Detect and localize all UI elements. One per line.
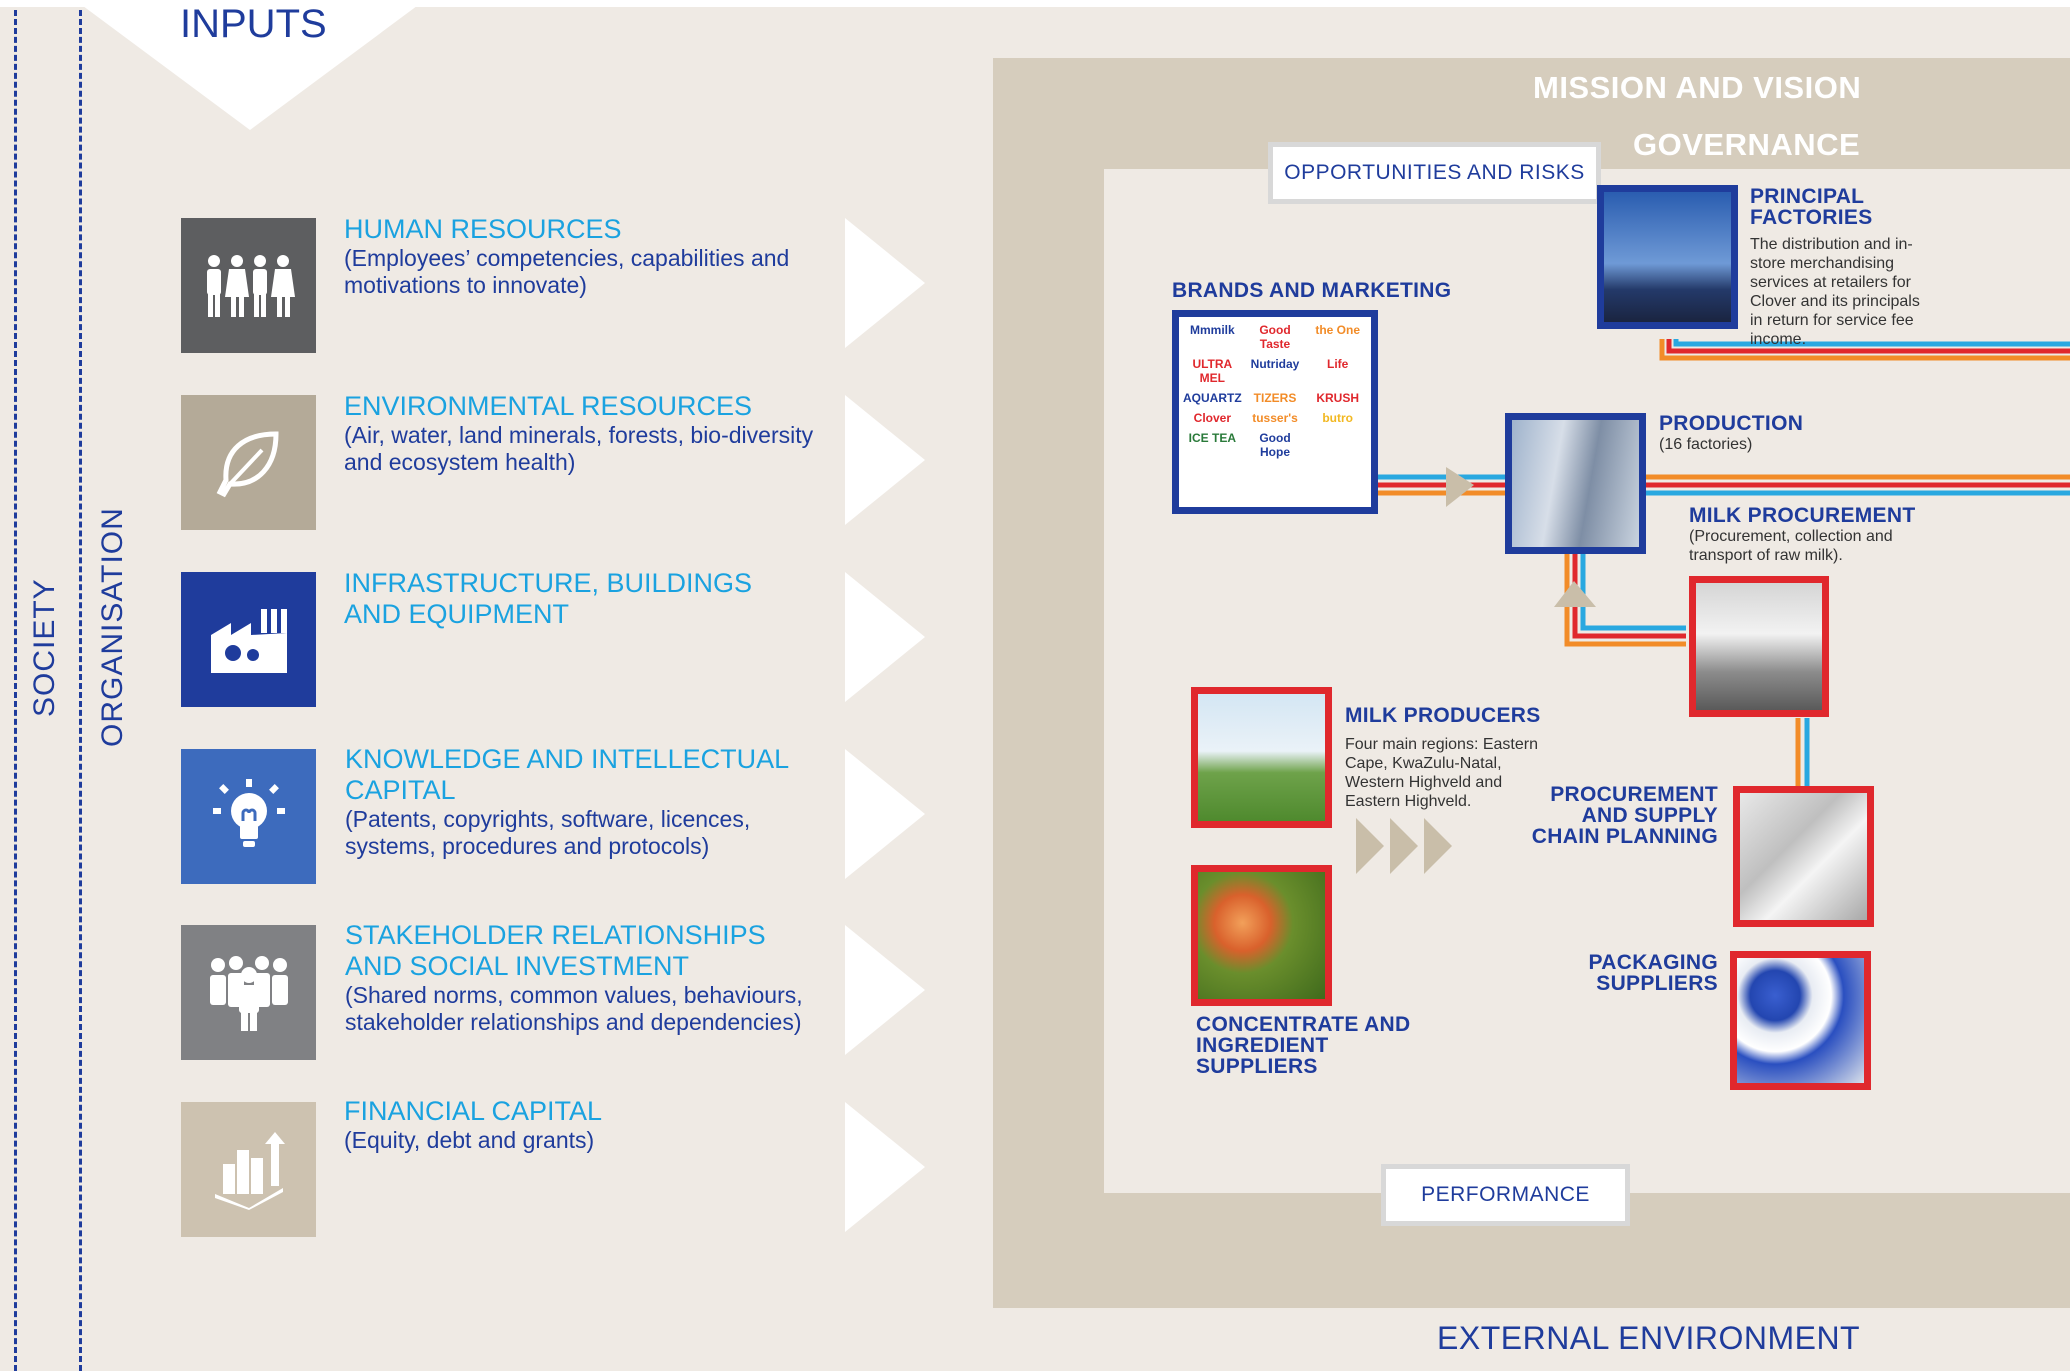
brand-logo: the One xyxy=(1315,323,1360,337)
mission-vision-heading: MISSION AND VISION xyxy=(1533,70,1862,105)
principal-factories-title: PRINCIPAL FACTORIES xyxy=(1750,185,1873,229)
brand-logo: ULTRA MEL xyxy=(1192,357,1233,385)
input-description: (Equity, debt and grants) xyxy=(344,1127,595,1153)
performance-label: PERFORMANCE xyxy=(1381,1164,1630,1226)
packaging-suppliers-title: PACKAGING SUPPLIERS xyxy=(1588,951,1718,995)
governance-heading: GOVERNANCE xyxy=(1633,127,1861,162)
input-financial-capital: FINANCIAL CAPITAL (Equity, debt and gran… xyxy=(344,1096,814,1154)
top-strip xyxy=(0,0,2070,7)
milk-tanker-photo xyxy=(1689,576,1829,717)
input-human-resources: HUMAN RESOURCES (Employees’ competencies… xyxy=(344,214,814,299)
input-title: ENVIRONMENTAL RESOURCES xyxy=(344,391,753,421)
group-icon xyxy=(181,925,316,1060)
brand-logo: Life xyxy=(1326,357,1349,371)
input-description: (Shared norms, common values, behaviours… xyxy=(345,982,803,1035)
brand-logo: KRUSH xyxy=(1316,391,1359,405)
brand-logo: Nutriday xyxy=(1250,357,1300,371)
inputs-chevron xyxy=(75,0,425,130)
building-growth-icon xyxy=(181,1102,316,1237)
leaf-icon xyxy=(181,395,316,530)
society-label: SOCIETY xyxy=(28,578,61,717)
inputs-title: INPUTS xyxy=(180,2,327,46)
production-tanks-photo xyxy=(1505,413,1646,554)
organisation-dashed-line xyxy=(79,10,82,1371)
brand-logo: butro xyxy=(1322,411,1353,425)
input-infrastructure: INFRASTRUCTURE, BUILDINGS AND EQUIPMENT xyxy=(344,568,814,630)
brand-logo: AQUARTZ xyxy=(1183,391,1242,405)
input-title: FINANCIAL CAPITAL xyxy=(344,1096,603,1126)
triple-chevron-icon xyxy=(1356,818,1452,874)
society-dashed-line xyxy=(14,10,17,1371)
flow-lines xyxy=(1371,339,2070,786)
bottles-photo xyxy=(1730,951,1871,1090)
arrow-right-icon xyxy=(845,925,925,1055)
milk-producers-description: Four main regions: Eastern Cape, KwaZulu… xyxy=(1345,736,1538,810)
brand-logo: tusser's xyxy=(1252,411,1298,425)
factory-photo xyxy=(1597,185,1738,329)
principal-factories-description: The distribution and in-store merchandis… xyxy=(1750,236,1920,348)
brand-logo: Mmmilk xyxy=(1189,323,1235,337)
factory-icon xyxy=(181,572,316,707)
brand-logo: TIZERS xyxy=(1253,391,1297,405)
input-description: (Patents, copyrights, software, licences… xyxy=(345,806,751,859)
input-stakeholder: STAKEHOLDER RELATIONSHIPS AND SOCIAL INV… xyxy=(345,920,825,1036)
concentrate-ingredient-title: CONCENTRATE AND INGREDIENT SUPPLIERS xyxy=(1196,1013,1411,1078)
peaches-photo xyxy=(1191,865,1332,1006)
input-knowledge: KNOWLEDGE AND INTELLECTUAL CAPITAL (Pate… xyxy=(345,744,815,860)
supply-chain-title: PROCUREMENT AND SUPPLY CHAIN PLANNING xyxy=(1531,783,1718,848)
arrow-right-icon xyxy=(845,1102,925,1232)
input-environmental-resources: ENVIRONMENTAL RESOURCES (Air, water, lan… xyxy=(344,391,814,476)
milk-procurement-description: (Procurement, collection and transport o… xyxy=(1689,528,1893,564)
milk-procurement-title: MILK PROCUREMENT xyxy=(1689,504,1916,527)
arrow-right-icon xyxy=(845,749,925,879)
people-icon xyxy=(181,218,316,353)
input-title: STAKEHOLDER RELATIONSHIPS AND SOCIAL INV… xyxy=(345,920,766,981)
organisation-label: ORGANISATION xyxy=(96,507,129,747)
external-environment-label: EXTERNAL ENVIRONMENT xyxy=(1437,1320,1861,1356)
brand-logo: Good Hope xyxy=(1259,431,1291,459)
arrow-right-icon xyxy=(845,218,925,348)
opportunities-risks-label: OPPORTUNITIES AND RISKS xyxy=(1268,142,1601,204)
input-title: KNOWLEDGE AND INTELLECTUAL CAPITAL xyxy=(345,744,789,805)
brand-logo: ICE TEA xyxy=(1188,431,1236,445)
arrow-right-icon xyxy=(845,572,925,702)
input-description: (Air, water, land minerals, forests, bio… xyxy=(344,422,814,475)
packaging-cups-photo xyxy=(1733,786,1874,927)
arrow-right-icon xyxy=(845,395,925,525)
brands-image: Mmmilk Good Taste the One ULTRA MEL Nutr… xyxy=(1172,310,1378,514)
production-title: PRODUCTION xyxy=(1659,412,1804,435)
production-description: (16 factories) xyxy=(1659,436,1753,453)
input-title: INFRASTRUCTURE, BUILDINGS AND EQUIPMENT xyxy=(344,568,753,629)
brand-logo: Clover xyxy=(1193,411,1232,425)
input-title: HUMAN RESOURCES xyxy=(344,214,622,244)
cows-photo xyxy=(1191,687,1332,828)
brands-marketing-title: BRANDS AND MARKETING xyxy=(1172,279,1452,302)
milk-producers-title: MILK PRODUCERS xyxy=(1345,704,1541,727)
input-description: (Employees’ competencies, capabilities a… xyxy=(344,245,790,298)
lightbulb-icon xyxy=(181,749,316,884)
brand-logo: Good Taste xyxy=(1259,323,1291,351)
